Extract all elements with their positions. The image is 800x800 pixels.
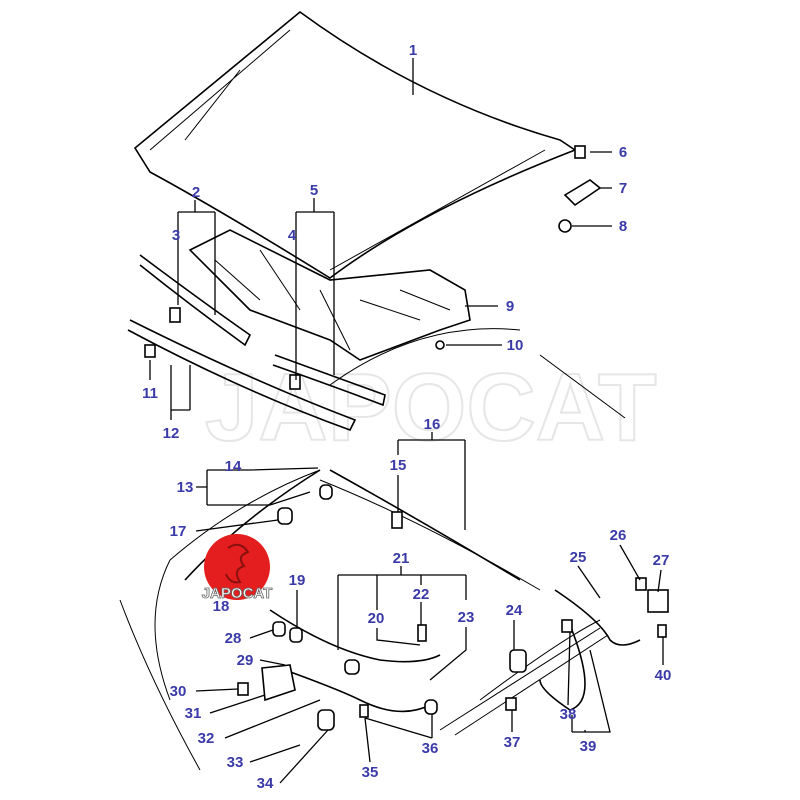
- callout-21: 21: [393, 550, 410, 567]
- callout-40: 40: [655, 667, 672, 684]
- lower-body-outline: [119, 469, 609, 771]
- logo-text: JAPOCAT: [202, 585, 273, 602]
- callout-4: 4: [288, 227, 297, 244]
- watermark: JAPOCAT: [205, 354, 657, 461]
- small-parts: [144, 145, 669, 731]
- seal-strip-5: [272, 354, 386, 407]
- callout-32: 32: [198, 730, 215, 747]
- callout-35: 35: [362, 764, 379, 781]
- callout-9: 9: [506, 298, 514, 315]
- callout-33: 33: [227, 754, 244, 771]
- callout-25: 25: [570, 549, 587, 566]
- release-cable-25: [554, 589, 641, 646]
- callout-38: 38: [560, 706, 577, 723]
- callout-14: 14: [225, 458, 242, 475]
- callout-13: 13: [177, 479, 194, 496]
- callout-5: 5: [310, 182, 318, 199]
- callout-37: 37: [504, 734, 521, 751]
- callout-28: 28: [225, 630, 242, 647]
- callout-15: 15: [390, 457, 407, 474]
- callout-7: 7: [619, 180, 627, 197]
- seal-strip-2: [139, 254, 252, 347]
- callout-26: 26: [610, 527, 627, 544]
- callout-17: 17: [170, 523, 187, 540]
- callout-20: 20: [368, 610, 385, 627]
- callout-6: 6: [619, 144, 627, 161]
- callout-16: 16: [424, 416, 441, 433]
- callout-31: 31: [185, 705, 202, 722]
- callout-29: 29: [237, 652, 254, 669]
- callout-27: 27: [653, 552, 670, 569]
- callout-34: 34: [257, 775, 274, 792]
- callout-8: 8: [619, 218, 627, 235]
- callout-30: 30: [170, 683, 187, 700]
- callout-10: 10: [507, 337, 524, 354]
- cable-29: [284, 669, 431, 713]
- callout-36: 36: [422, 740, 439, 757]
- callout-24: 24: [506, 602, 523, 619]
- weatherstrip-16: [329, 469, 521, 581]
- leader-lines: [149, 58, 664, 784]
- callout-18: 18: [213, 598, 230, 615]
- weatherstrip-14: [184, 469, 321, 581]
- hood-inner-frame: [188, 229, 471, 361]
- seal-strip-12: [127, 319, 357, 431]
- callout-11: 11: [142, 385, 158, 402]
- hood-panel: [133, 10, 577, 279]
- callout-39: 39: [580, 738, 597, 755]
- callout-19: 19: [289, 572, 306, 589]
- body-outline: [329, 328, 626, 419]
- japocat-logo: JAPOCAT: [201, 534, 273, 602]
- cable-39: [539, 624, 586, 711]
- callout-2: 2: [192, 184, 200, 201]
- callout-23: 23: [458, 609, 475, 626]
- callout-3: 3: [172, 227, 180, 244]
- callout-12: 12: [163, 425, 180, 442]
- callout-22: 22: [413, 586, 430, 603]
- callout-1: 1: [409, 42, 417, 59]
